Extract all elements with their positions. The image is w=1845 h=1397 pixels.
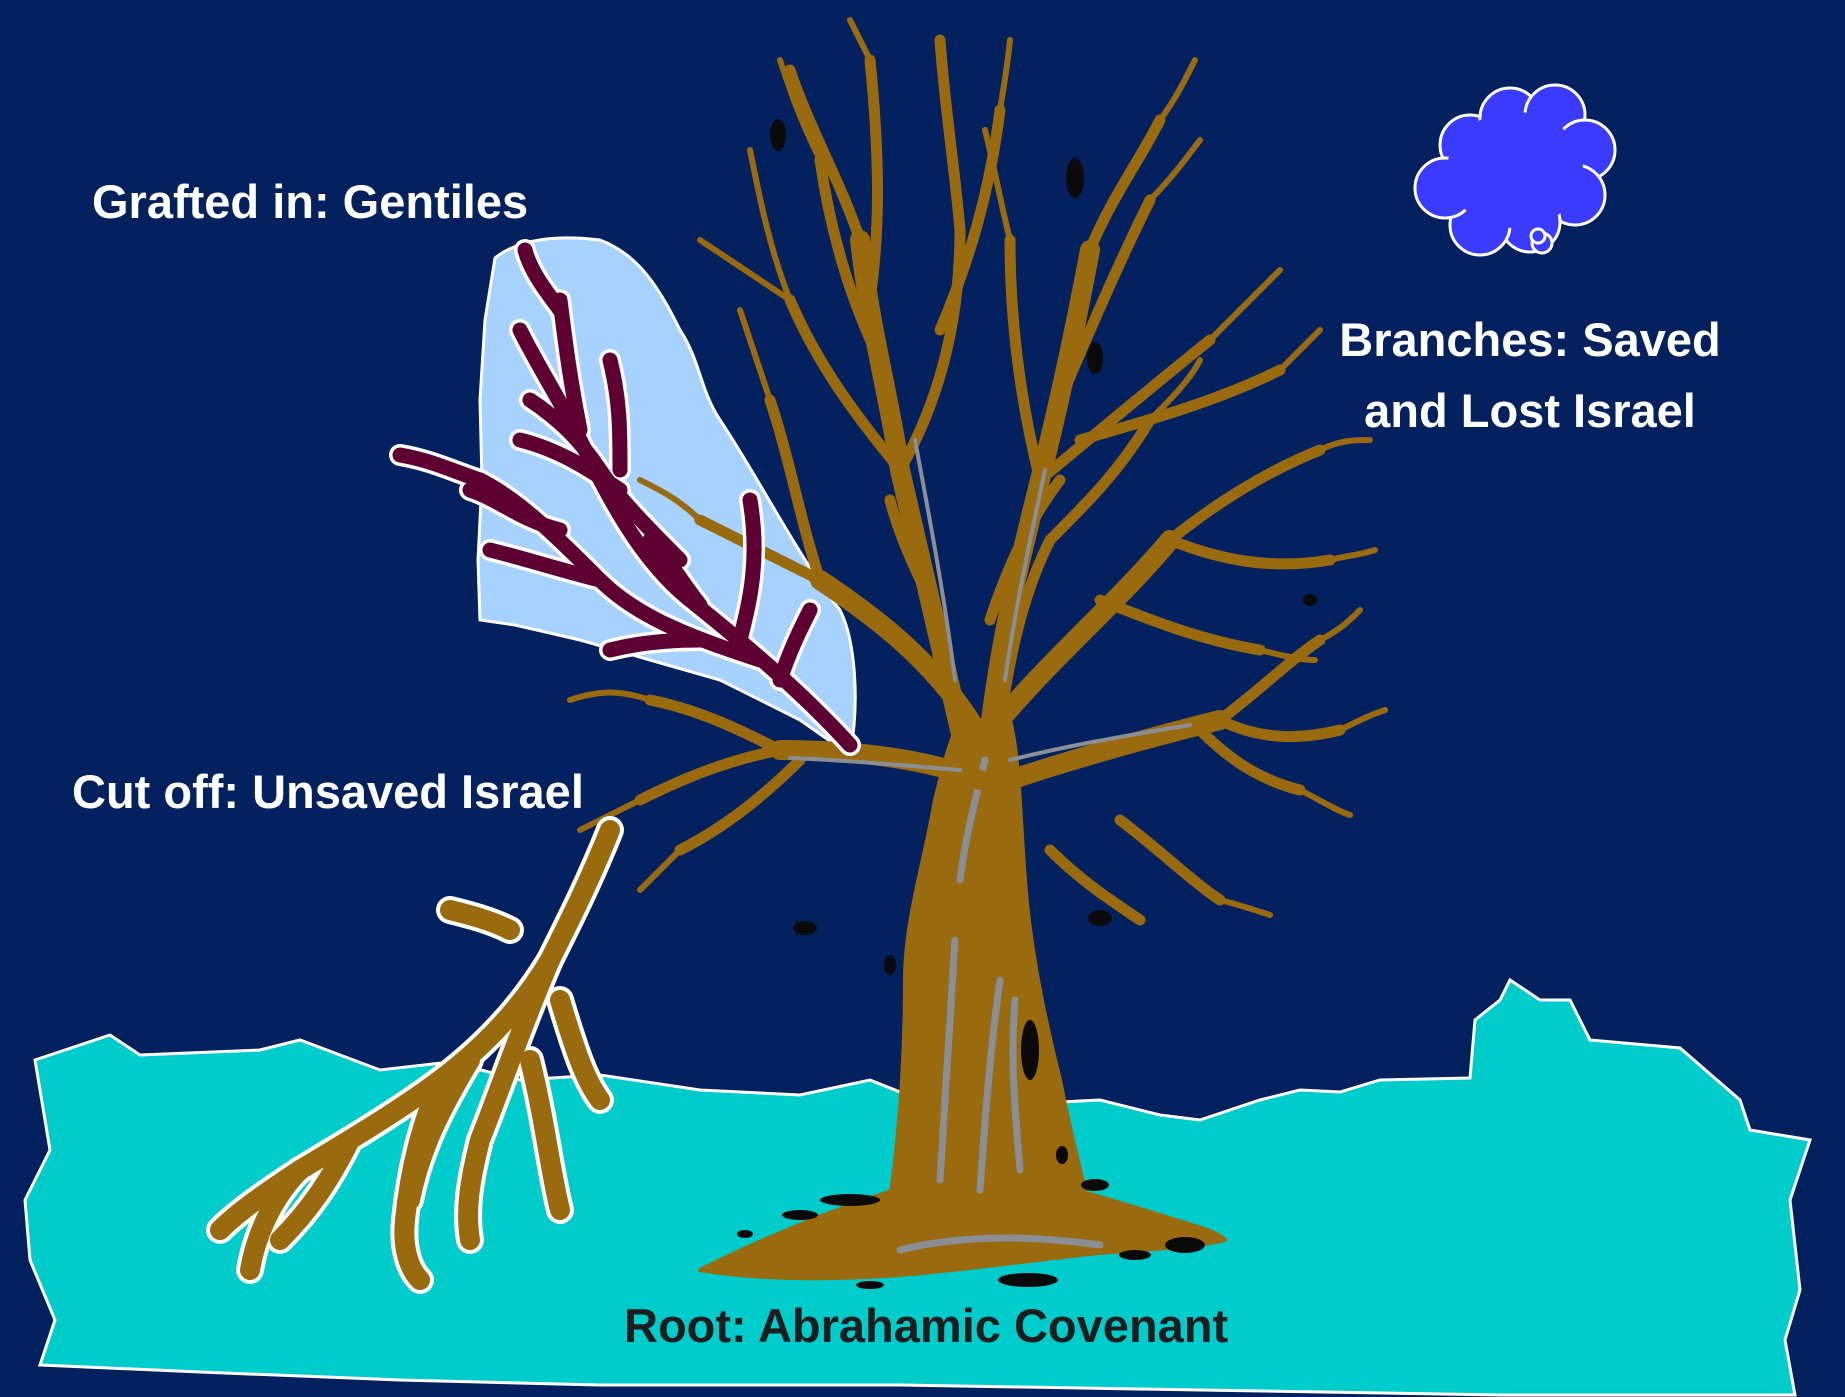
branches-label-line1: Branches: Saved xyxy=(1300,304,1760,376)
cloud-icon xyxy=(1415,85,1615,255)
root-label: Root: Abrahamic Covenant xyxy=(624,1290,1228,1362)
grafted-label: Grafted in: Gentiles xyxy=(92,166,528,238)
cut-off-label: Cut off: Unsaved Israel xyxy=(72,756,584,828)
branches-label-line2: and Lost Israel xyxy=(1300,375,1760,447)
